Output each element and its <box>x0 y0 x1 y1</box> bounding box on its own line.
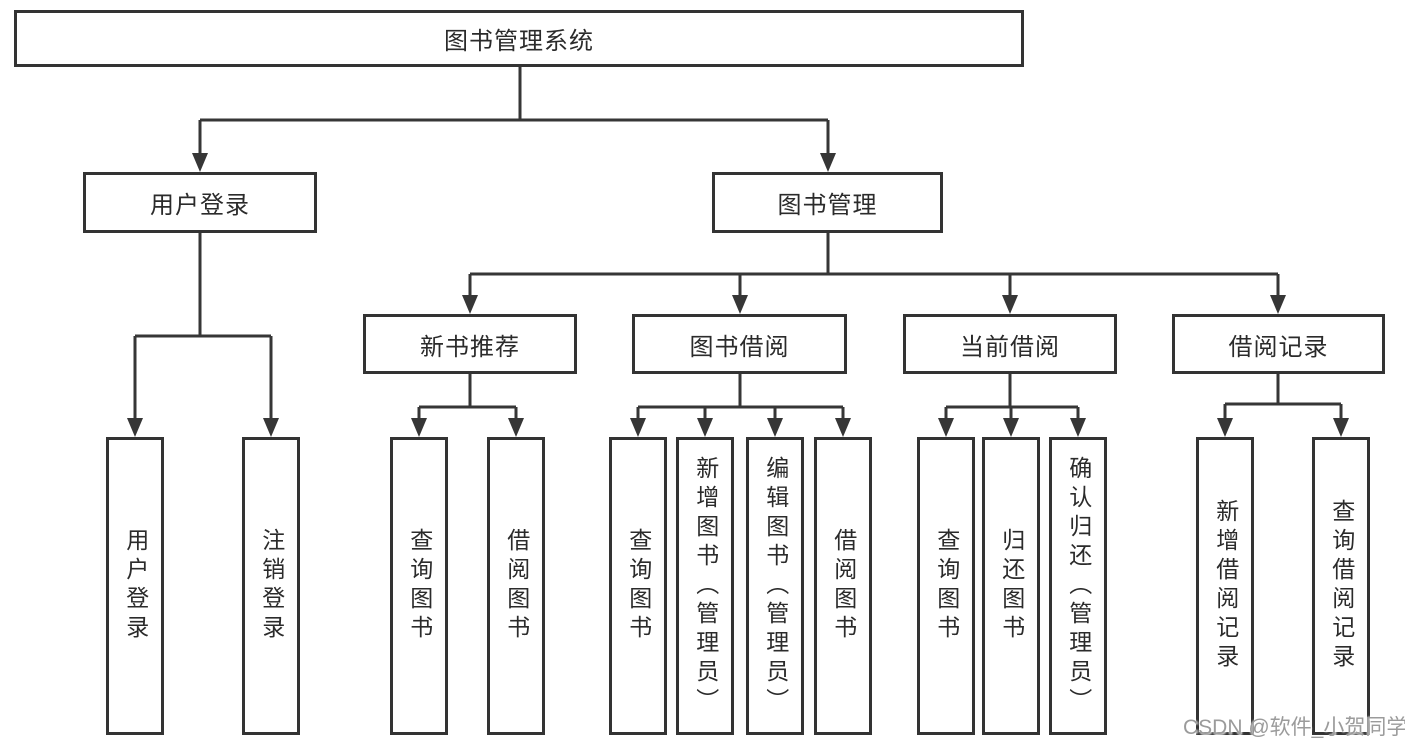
leaf-query-borrow-record: 查询借阅记录 <box>1312 437 1370 735</box>
leaf-edit-books-admin-label: 编辑图书（管理员） <box>762 455 789 717</box>
leaf-add-borrow-record: 新增借阅记录 <box>1196 437 1254 735</box>
leaf-add-books-admin: 新增图书（管理员） <box>676 437 734 735</box>
leaf-user-login-label: 用户登录 <box>122 528 149 644</box>
leaf-query-borrow-record-label: 查询借阅记录 <box>1328 499 1355 673</box>
node-current-borrow: 当前借阅 <box>903 314 1117 374</box>
leaf-borrow-books-label: 借阅图书 <box>830 528 857 644</box>
leaf-borrow-books-recommend-label: 借阅图书 <box>503 528 530 644</box>
leaf-query-books-recommend: 查询图书 <box>390 437 448 735</box>
csdn-watermark: CSDN @软件_小贺同学 <box>1183 716 1405 739</box>
leaf-confirm-return-admin: 确认归还（管理员） <box>1049 437 1107 735</box>
leaf-user-login: 用户登录 <box>106 437 164 735</box>
node-book-borrow: 图书借阅 <box>632 314 847 374</box>
leaf-return-books: 归还图书 <box>982 437 1040 735</box>
leaf-borrow-books-recommend: 借阅图书 <box>487 437 545 735</box>
leaf-add-books-admin-label: 新增图书（管理员） <box>692 455 719 717</box>
node-library-management-system: 图书管理系统 <box>14 10 1024 67</box>
leaf-edit-books-admin: 编辑图书（管理员） <box>746 437 804 735</box>
leaf-query-books-recommend-label: 查询图书 <box>406 528 433 644</box>
node-borrow-record: 借阅记录 <box>1172 314 1385 374</box>
leaf-add-borrow-record-label: 新增借阅记录 <box>1212 499 1239 673</box>
leaf-confirm-return-admin-label: 确认归还（管理员） <box>1065 455 1092 717</box>
leaf-query-books-current-label: 查询图书 <box>933 528 960 644</box>
node-book-management: 图书管理 <box>712 172 943 233</box>
leaf-logout-label: 注销登录 <box>258 528 285 644</box>
leaf-query-books-borrow-label: 查询图书 <box>625 528 652 644</box>
leaf-query-books-borrow: 查询图书 <box>609 437 667 735</box>
leaf-return-books-label: 归还图书 <box>998 528 1025 644</box>
leaf-query-books-current: 查询图书 <box>917 437 975 735</box>
leaf-borrow-books: 借阅图书 <box>814 437 872 735</box>
node-new-book-recommend: 新书推荐 <box>363 314 577 374</box>
node-user-login: 用户登录 <box>83 172 317 233</box>
leaf-logout: 注销登录 <box>242 437 300 735</box>
